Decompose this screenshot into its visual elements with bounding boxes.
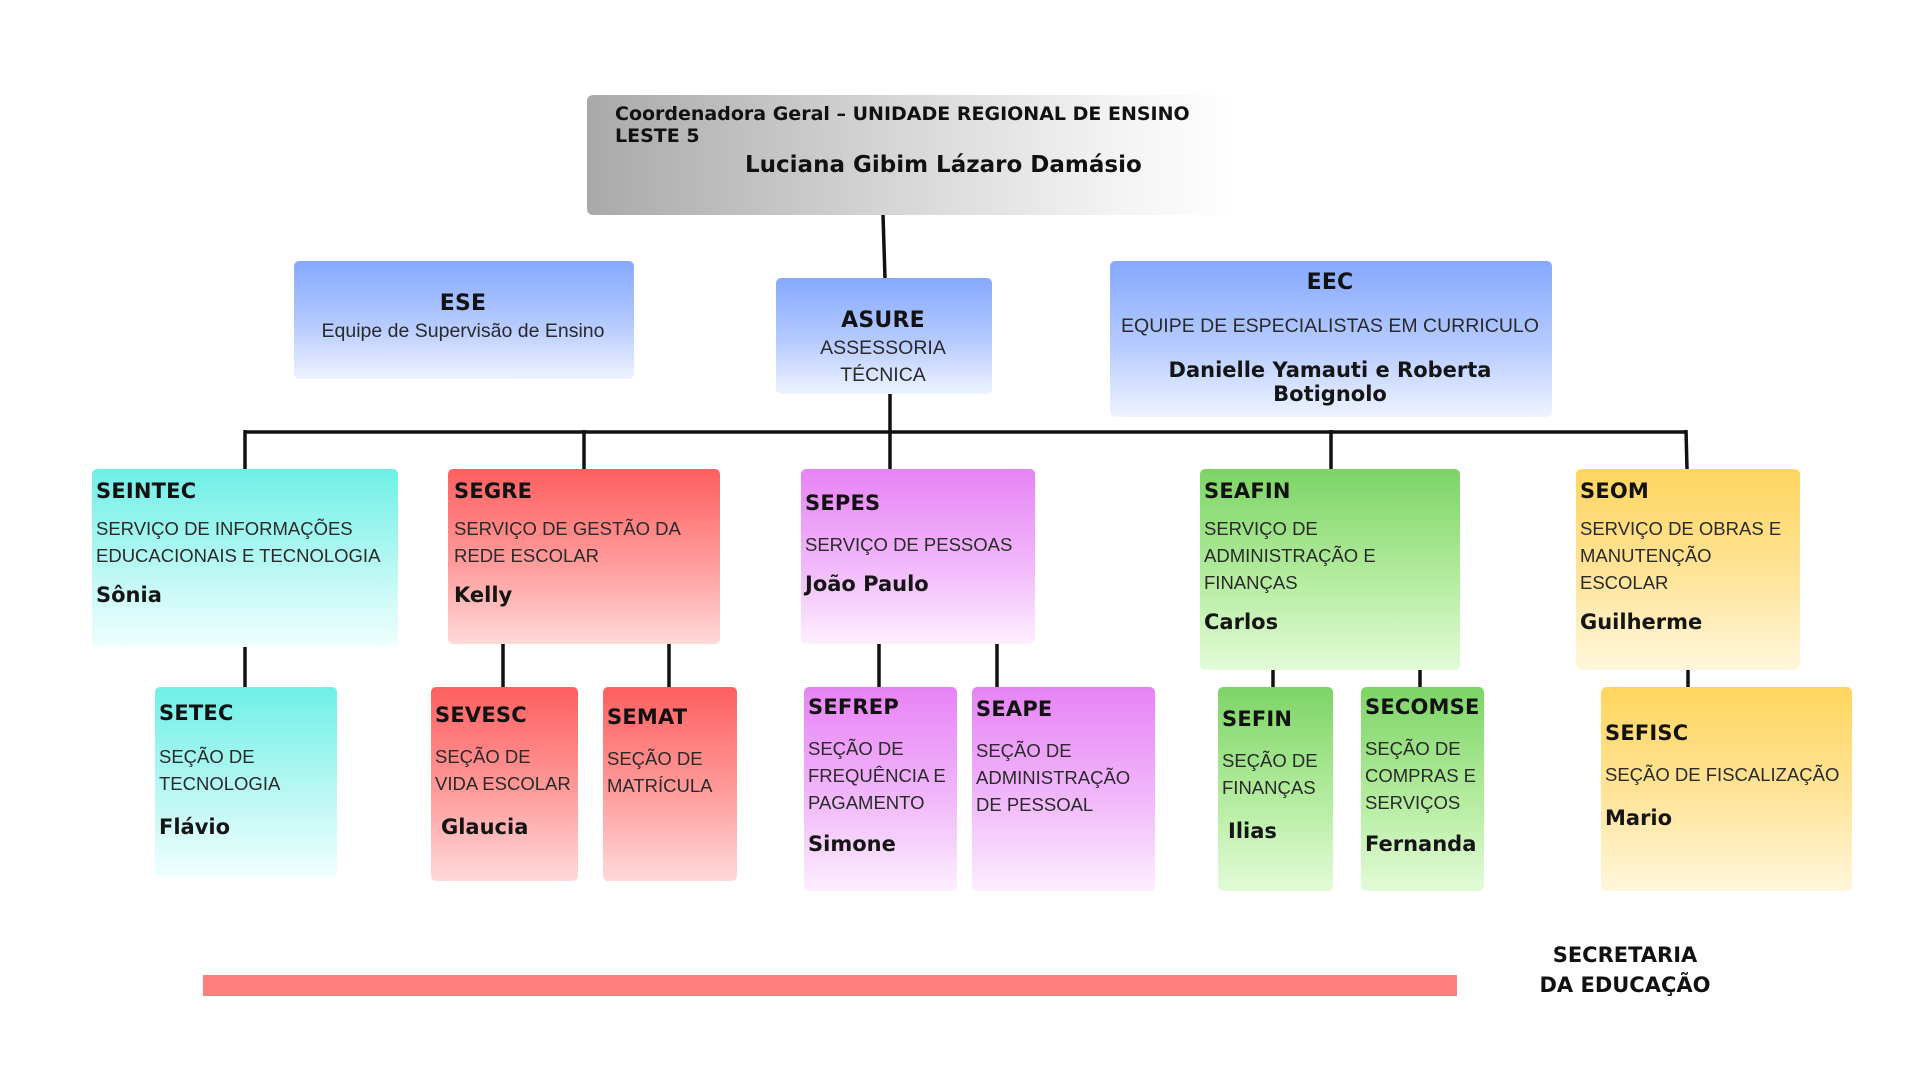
- sefin-desc-line: SEÇÃO DE: [1222, 750, 1318, 771]
- segre-desc-line: REDE ESCOLAR: [454, 545, 599, 566]
- eec-code: EEC: [1306, 270, 1354, 295]
- sevesc-code: SEVESC: [435, 703, 527, 727]
- semat-desc-line: SEÇÃO DE: [607, 748, 703, 769]
- sefrep-desc-line: FREQUÊNCIA E: [808, 765, 946, 786]
- seintec-code: SEINTEC: [96, 479, 197, 503]
- segre-desc: SERVIÇO DE GESTÃO DA REDE ESCOLAR: [454, 515, 714, 569]
- seintec-person: Sônia: [96, 583, 162, 607]
- sefisc-person: Mario: [1605, 806, 1673, 830]
- sevesc-box: SEVESC SEÇÃO DE VIDA ESCOLAR Glaucia: [431, 687, 578, 881]
- semat-code: SEMAT: [607, 705, 688, 729]
- sefin-person: Ilias: [1228, 819, 1277, 843]
- sefrep-person: Simone: [808, 832, 896, 856]
- sefrep-desc-line: SEÇÃO DE: [808, 738, 904, 759]
- segre-code: SEGRE: [454, 479, 533, 503]
- setec-desc-line: SEÇÃO DE: [159, 746, 255, 767]
- setec-desc-line: TECNOLOGIA: [159, 773, 281, 794]
- semat-box: SEMAT SEÇÃO DE MATRÍCULA: [603, 687, 737, 881]
- sefisc-desc: SEÇÃO DE FISCALIZAÇÃO: [1605, 761, 1846, 788]
- sevesc-person: Glaucia: [441, 815, 529, 839]
- secomse-box: SECOMSE SEÇÃO DE COMPRAS E SERVIÇOS Fern…: [1361, 687, 1484, 891]
- eec-box: EEC EQUIPE DE ESPECIALISTAS EM CURRICULO…: [1110, 261, 1552, 417]
- sevesc-desc-line: VIDA ESCOLAR: [435, 773, 571, 794]
- eec-desc: EQUIPE DE ESPECIALISTAS EM CURRICULO: [1121, 315, 1539, 337]
- sefrep-desc-line: PAGAMENTO: [808, 792, 925, 813]
- seafin-code: SEAFIN: [1204, 479, 1291, 503]
- sevesc-desc: SEÇÃO DE VIDA ESCOLAR: [435, 743, 572, 797]
- seintec-box: SEINTEC SERVIÇO DE INFORMAÇÕES EDUCACION…: [92, 469, 398, 647]
- segre-desc-line: SERVIÇO DE GESTÃO DA: [454, 518, 681, 539]
- sefrep-box: SEFREP SEÇÃO DE FREQUÊNCIA E PAGAMENTO S…: [804, 687, 957, 891]
- sepes-box: SEPES SERVIÇO DE PESSOAS João Paulo: [801, 469, 1035, 644]
- secretaria-line-1: SECRETARIA: [1552, 943, 1698, 967]
- sefisc-code: SEFISC: [1605, 721, 1689, 745]
- ese-code: ESE: [439, 291, 487, 316]
- seintec-desc-line: SERVIÇO DE INFORMAÇÕES: [96, 518, 353, 539]
- seafin-box: SEAFIN SERVIÇO DE ADMINISTRAÇÃO E FINANÇ…: [1200, 469, 1460, 670]
- sepes-desc-line: SERVIÇO DE PESSOAS: [805, 534, 1013, 555]
- secomse-desc-line: COMPRAS E: [1365, 765, 1477, 786]
- seafin-desc: SERVIÇO DE ADMINISTRAÇÃO E FINANÇAS: [1204, 515, 1454, 596]
- semat-desc: SEÇÃO DE MATRÍCULA: [607, 745, 731, 799]
- asure-code: ASURE: [841, 308, 925, 333]
- secomse-person: Fernanda: [1365, 832, 1477, 856]
- sefrep-desc: SEÇÃO DE FREQUÊNCIA E PAGAMENTO: [808, 735, 951, 816]
- coordinator-box: Coordenadora Geral – UNIDADE REGIONAL DE…: [587, 95, 1237, 215]
- sepes-desc: SERVIÇO DE PESSOAS: [805, 531, 1029, 558]
- seintec-desc: SERVIÇO DE INFORMAÇÕES EDUCACIONAIS E TE…: [96, 515, 392, 569]
- sefisc-desc-line: SEÇÃO DE FISCALIZAÇÃO: [1605, 764, 1840, 785]
- secretaria-label: SECRETARIA DA EDUCAÇÃO: [1500, 940, 1750, 1000]
- seom-desc-line: SERVIÇO DE OBRAS E: [1580, 518, 1782, 539]
- sefrep-code: SEFREP: [808, 695, 899, 719]
- seom-desc-line: MANUTENÇÃO: [1580, 545, 1712, 566]
- seape-box: SEAPE SEÇÃO DE ADMINISTRAÇÃO DE PESSOAL: [972, 687, 1155, 891]
- secomse-code: SECOMSE: [1365, 695, 1480, 719]
- seom-desc: SERVIÇO DE OBRAS E MANUTENÇÃO ESCOLAR: [1580, 515, 1794, 596]
- seafin-desc-line: FINANÇAS: [1204, 572, 1298, 593]
- seape-desc-line: ADMINISTRAÇÃO: [976, 767, 1131, 788]
- sefin-desc: SEÇÃO DE FINANÇAS: [1222, 747, 1327, 801]
- setec-desc: SEÇÃO DE TECNOLOGIA: [159, 743, 331, 797]
- sepes-person: João Paulo: [805, 572, 929, 596]
- seafin-person: Carlos: [1204, 610, 1279, 634]
- seape-desc: SEÇÃO DE ADMINISTRAÇÃO DE PESSOAL: [976, 737, 1149, 818]
- seafin-desc-line: ADMINISTRAÇÃO E: [1204, 545, 1376, 566]
- ese-box: ESE Equipe de Supervisão de Ensino: [294, 261, 634, 379]
- setec-code: SETEC: [159, 701, 234, 725]
- setec-box: SETEC SEÇÃO DE TECNOLOGIA Flávio: [155, 687, 337, 877]
- red-bar: [203, 975, 1457, 996]
- semat-desc-line: MATRÍCULA: [607, 775, 713, 796]
- secomse-desc-line: SERVIÇOS: [1365, 792, 1461, 813]
- setec-person: Flávio: [159, 815, 231, 839]
- asure-desc: ASSESSORIA TÉCNICA: [820, 337, 946, 386]
- ese-desc: Equipe de Supervisão de Ensino: [321, 320, 605, 342]
- secomse-desc: SEÇÃO DE COMPRAS E SERVIÇOS: [1365, 735, 1478, 816]
- segre-person: Kelly: [454, 583, 513, 607]
- seape-code: SEAPE: [976, 697, 1053, 721]
- sefisc-box: SEFISC SEÇÃO DE FISCALIZAÇÃO Mario: [1601, 687, 1852, 891]
- sefin-box: SEFIN SEÇÃO DE FINANÇAS Ilias: [1218, 687, 1333, 891]
- coordinator-role: Coordenadora Geral – UNIDADE REGIONAL DE…: [615, 103, 1190, 147]
- seom-desc-line: ESCOLAR: [1580, 572, 1669, 593]
- eec-person: Danielle Yamauti e Roberta Botignolo: [1168, 358, 1492, 406]
- sefin-code: SEFIN: [1222, 707, 1293, 731]
- segre-box: SEGRE SERVIÇO DE GESTÃO DA REDE ESCOLAR …: [448, 469, 720, 644]
- asure-box: ASURE ASSESSORIA TÉCNICA: [776, 278, 992, 394]
- seape-desc-line: DE PESSOAL: [976, 794, 1094, 815]
- sevesc-desc-line: SEÇÃO DE: [435, 746, 531, 767]
- secretaria-line-2: DA EDUCAÇÃO: [1539, 973, 1711, 997]
- sefin-desc-line: FINANÇAS: [1222, 777, 1316, 798]
- coordinator-name: Luciana Gibim Lázaro Damásio: [745, 152, 1142, 178]
- sepes-code: SEPES: [805, 491, 881, 515]
- seom-person: Guilherme: [1580, 610, 1703, 634]
- seape-desc-line: SEÇÃO DE: [976, 740, 1072, 761]
- secomse-desc-line: SEÇÃO DE: [1365, 738, 1461, 759]
- seom-code: SEOM: [1580, 479, 1650, 503]
- seafin-desc-line: SERVIÇO DE: [1204, 518, 1318, 539]
- seom-box: SEOM SERVIÇO DE OBRAS E MANUTENÇÃO ESCOL…: [1576, 469, 1800, 670]
- seintec-desc-line: EDUCACIONAIS E TECNOLOGIA: [96, 545, 381, 566]
